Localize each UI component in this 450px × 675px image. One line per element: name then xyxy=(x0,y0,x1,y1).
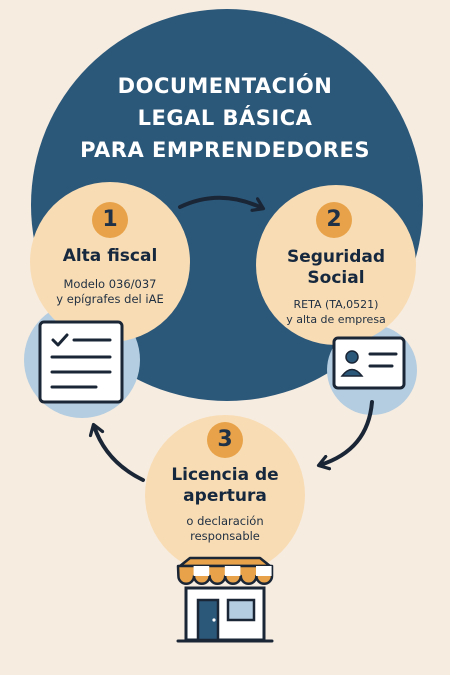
storefront-icon xyxy=(176,556,274,643)
checklist-document-icon xyxy=(38,320,124,404)
step2-circle xyxy=(256,185,416,345)
page-title: DOCUMENTACIÓN LEGAL BÁSICA PARA EMPRENDE… xyxy=(70,70,380,166)
step2-desc-line-1: RETA (TA,0521) xyxy=(293,298,379,311)
step3-title: Licencia de apertura xyxy=(155,465,295,507)
arrow-3-to-1 xyxy=(88,422,145,482)
step3-number-badge: 3 xyxy=(207,422,243,458)
step3-circle xyxy=(145,415,305,575)
arrow-1-to-2 xyxy=(178,195,266,212)
arrow-2-to-3 xyxy=(316,400,374,471)
step1-number-badge: 1 xyxy=(92,202,128,238)
step1-desc-line-1: Modelo 036/037 xyxy=(63,277,157,291)
step1-title: Alta fiscal xyxy=(62,246,158,266)
step2-title: Seguridad Social xyxy=(266,247,406,289)
step2-number-badge: 2 xyxy=(316,202,352,238)
title-line-1: DOCUMENTACIÓN xyxy=(117,74,333,98)
step1-circle xyxy=(30,182,190,342)
id-card-icon xyxy=(332,336,406,390)
step2-title-line-1: Seguridad xyxy=(286,247,386,267)
title-line-2: LEGAL BÁSICA xyxy=(137,106,313,130)
step2-desc-line-2: y alta de empresa xyxy=(286,313,386,326)
step3-desc-line-1: o declaración xyxy=(186,514,264,528)
step2-title-line-2: Social xyxy=(307,268,365,288)
step3-title-line-2: apertura xyxy=(183,486,267,506)
step1-desc-line-2: y epígrafes del iAE xyxy=(56,292,164,306)
step1-description: Modelo 036/037 y epígrafes del iAE xyxy=(40,277,180,307)
step3-desc-line-2: responsable xyxy=(190,529,260,543)
step3-description: o declaración responsable xyxy=(155,514,295,544)
step2-description: RETA (TA,0521) y alta de empresa xyxy=(266,297,406,327)
step3-title-line-1: Licencia de xyxy=(171,465,279,485)
title-line-3: PARA EMPRENDEDORES xyxy=(80,138,370,162)
